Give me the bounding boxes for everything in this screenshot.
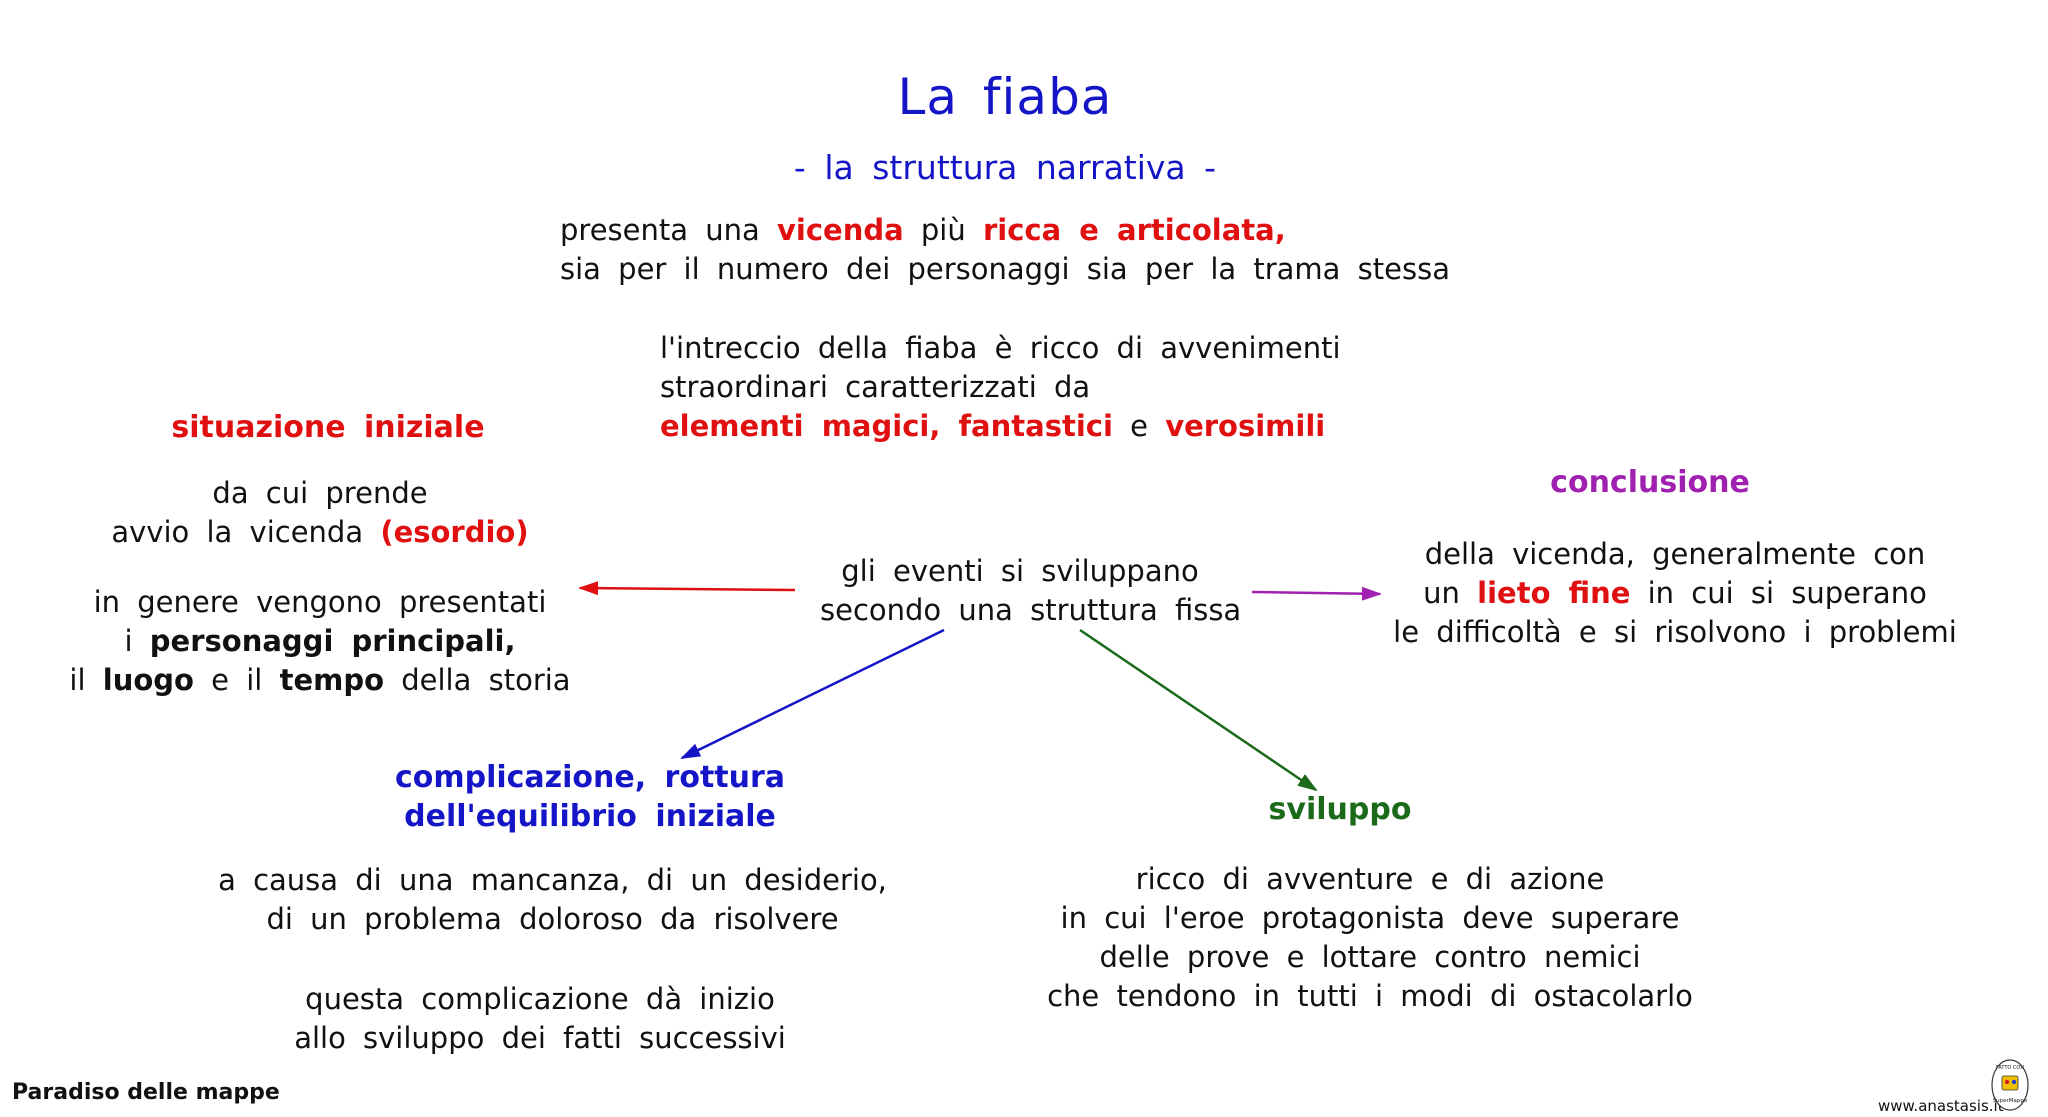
- complicazione-block: a causa di una mancanza, di un desiderio…: [200, 861, 905, 939]
- conclusione-block: della vicenda, generalmente con un lieto…: [1360, 535, 1990, 652]
- footer-brand: Paradiso delle mappe: [12, 1080, 280, 1105]
- sviluppo-line-1: ricco di avventure e di azione: [1135, 862, 1605, 896]
- complicazione-block-2: questa complicazione dà inizio allo svil…: [270, 980, 810, 1058]
- arrow-down-right: [1079, 628, 1318, 792]
- intro-line-1: presenta una vicenda più ricca e articol…: [560, 213, 1286, 247]
- footer-url[interactable]: www.anastasis.it: [1878, 1097, 2004, 1115]
- sviluppo-line-4: che tendono in tutti i modi di ostacolar…: [1047, 979, 1693, 1013]
- situazione-line-4: i personaggi principali,: [124, 624, 516, 658]
- conclusione-heading: conclusione: [1550, 465, 1750, 500]
- complicazione-line-3: questa complicazione dà inizio: [305, 982, 775, 1016]
- conclusione-line-3: le difficoltà e si risolvono i problemi: [1393, 615, 1957, 649]
- center-line-2: secondo una struttura fissa: [820, 593, 1242, 627]
- situazione-line-3: in genere vengono presentati: [93, 585, 547, 619]
- situazione-heading: situazione iniziale: [171, 410, 485, 445]
- complicazione-heading: complicazione, rottura dell'equilibrio i…: [370, 758, 810, 836]
- complicazione-heading-line-1: complicazione, rottura: [394, 760, 786, 795]
- complicazione-heading-line-2: dell'equilibrio iniziale: [404, 799, 776, 834]
- arrow-right: [1251, 586, 1382, 601]
- sviluppo-line-3: delle prove e lottare contro nemici: [1099, 940, 1641, 974]
- sviluppo-block: ricco di avventure e di azione in cui l'…: [1020, 860, 1720, 1016]
- page-subtitle: - la struttura narrativa -: [793, 148, 1217, 187]
- intreccio-line-3: elementi magici, fantastici e verosimili: [660, 409, 1326, 443]
- conclusione-line-1: della vicenda, generalmente con: [1424, 537, 1926, 571]
- svg-text:SuperMappe: SuperMappe: [1993, 1098, 2028, 1104]
- situazione-line-1: da cui prende: [212, 476, 428, 510]
- complicazione-line-2: di un problema doloroso da risolvere: [266, 902, 839, 936]
- svg-text:FATTO CON: FATTO CON: [1996, 1065, 2024, 1071]
- arrow-down-left: [680, 628, 945, 760]
- conclusione-line-2: un lieto fine in cui si superano: [1423, 576, 1927, 610]
- situazione-line-5: il luogo e il tempo della storia: [69, 663, 571, 697]
- situazione-line-2: avvio la vicenda (esordio): [111, 515, 529, 549]
- sviluppo-heading: sviluppo: [1268, 792, 1412, 827]
- page-title: La fiaba: [897, 68, 1113, 126]
- complicazione-line-4: allo sviluppo dei fatti successivi: [294, 1021, 786, 1055]
- center-line-1: gli eventi si sviluppano: [841, 554, 1199, 588]
- arrow-left: [578, 581, 796, 596]
- center-node: gli eventi si sviluppano secondo una str…: [820, 552, 1242, 630]
- supermappe-badge-icon: FATTO CON SuperMappe: [1991, 1059, 2029, 1111]
- situazione-block: da cui prende avvio la vicenda (esordio)…: [60, 474, 580, 700]
- sviluppo-line-2: in cui l'eroe protagonista deve superare: [1060, 901, 1680, 935]
- complicazione-line-1: a causa di una mancanza, di un desiderio…: [218, 863, 887, 897]
